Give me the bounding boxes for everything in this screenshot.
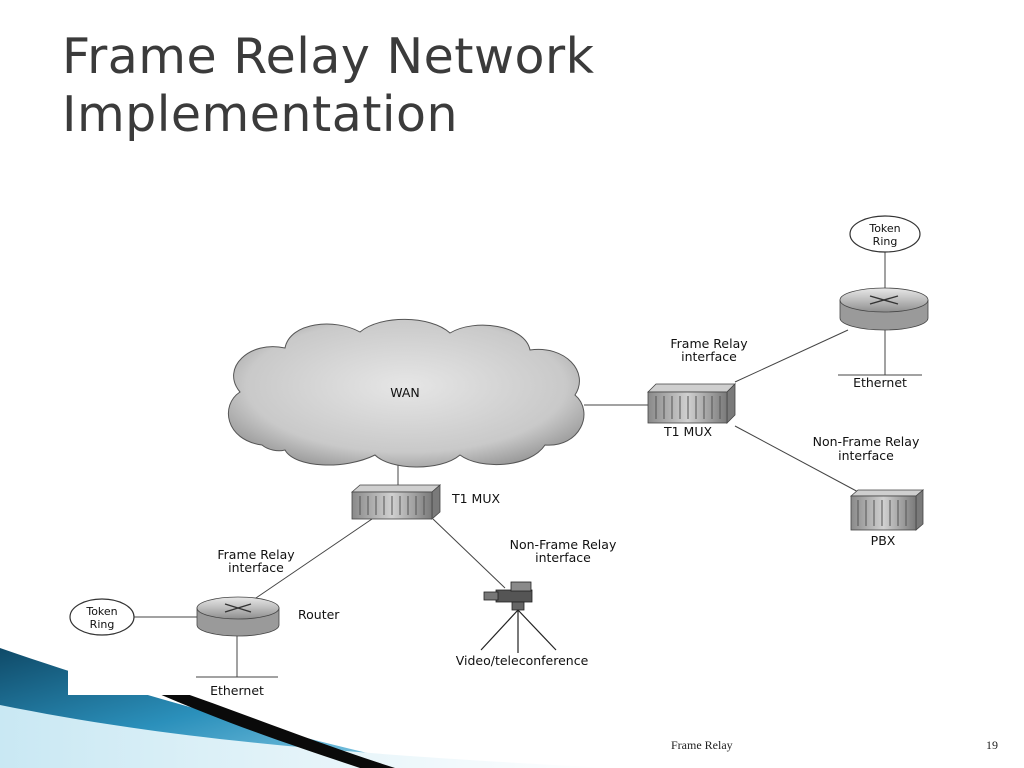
wan-cloud: WAN xyxy=(227,318,585,468)
router-label: Router xyxy=(298,607,340,622)
fr-interface-left-label-2: interface xyxy=(228,560,284,575)
fr-interface-top-label-1: Frame Relay xyxy=(670,336,748,351)
fr-interface-top-label-2: interface xyxy=(681,349,737,364)
video-camera xyxy=(480,581,557,653)
router-bottom xyxy=(196,596,280,637)
t1-mux-right-label: T1 MUX xyxy=(663,424,712,439)
token-ring-left: Token Ring xyxy=(69,598,135,636)
nonfr-interface-mid-label-1: Non-Frame Relay xyxy=(510,537,617,552)
link-t1mux-video xyxy=(432,518,506,589)
nonfr-interface-mid-label-2: interface xyxy=(535,550,591,565)
link-t1mux-router-top xyxy=(734,329,849,383)
token-ring-top-label-2: Ring xyxy=(873,235,898,248)
t1-mux-center xyxy=(350,484,442,520)
pbx-label: PBX xyxy=(871,533,896,548)
link-t1mux-router-bottom xyxy=(252,518,373,601)
token-ring-top-label-1: Token xyxy=(868,222,900,235)
pbx-device xyxy=(849,489,925,531)
token-ring-top: Token Ring xyxy=(849,215,921,253)
diagram-backdrop xyxy=(68,640,318,695)
wan-label: WAN xyxy=(390,385,420,400)
t1-mux-center-label: T1 MUX xyxy=(451,491,500,506)
slide-title: Frame Relay Network Implementation xyxy=(62,28,762,144)
slide-title-line-2: Implementation xyxy=(62,86,459,143)
token-ring-left-label-1: Token xyxy=(85,605,117,618)
ethernet-top-label: Ethernet xyxy=(853,375,907,390)
page-number: 19 xyxy=(986,738,998,752)
fr-interface-left-label-1: Frame Relay xyxy=(217,547,295,562)
ethernet-bottom-label: Ethernet xyxy=(210,683,264,698)
link-t1mux-pbx xyxy=(734,425,863,495)
decorative-swoosh xyxy=(0,648,610,768)
nonfr-interface-right-label-2: interface xyxy=(838,448,894,463)
footer-text: Frame Relay xyxy=(671,738,733,752)
router-top xyxy=(839,287,929,331)
slide-title-line-1: Frame Relay Network xyxy=(62,28,595,85)
t1-mux-right xyxy=(647,383,736,424)
nonfr-interface-right-label-1: Non-Frame Relay xyxy=(813,434,920,449)
video-label: Video/teleconference xyxy=(456,653,589,668)
token-ring-left-label-2: Ring xyxy=(90,618,115,631)
